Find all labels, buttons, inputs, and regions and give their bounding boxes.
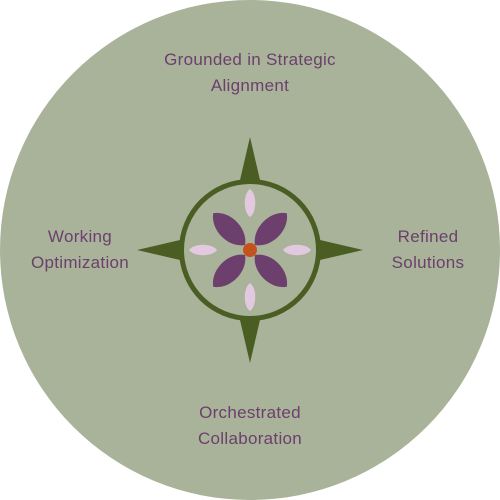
label-left: Working Optimization	[10, 224, 150, 276]
petal-light-e	[283, 244, 311, 256]
label-top-line-2: Alignment	[210, 76, 290, 95]
flower-icon	[189, 189, 311, 311]
label-left-line-2: Optimization	[30, 253, 130, 272]
label-left-line-1: Working	[47, 227, 113, 246]
label-right-line-2: Solutions	[391, 253, 465, 272]
label-right: Refined Solutions	[358, 224, 498, 276]
petal-light-s	[244, 283, 256, 311]
compass-point-north	[240, 137, 260, 180]
compass-point-south	[240, 320, 260, 363]
compass-rose-icon	[137, 137, 363, 363]
petal-light-n	[244, 189, 256, 217]
compass-point-west	[137, 240, 180, 260]
label-top-line-1: Grounded in Strategic	[164, 50, 336, 69]
label-top: Grounded in Strategic Alignment	[100, 47, 400, 99]
label-bottom-line-1: Orchestrated	[199, 403, 301, 422]
label-bottom: Orchestrated Collaboration	[150, 400, 350, 452]
compass-point-east	[320, 240, 363, 260]
petal-dark-se	[254, 254, 287, 287]
flower-center-dot	[243, 243, 257, 257]
label-bottom-line-2: Collaboration	[197, 429, 303, 448]
label-right-line-1: Refined	[397, 227, 459, 246]
petal-light-w	[189, 244, 217, 256]
petal-dark-ne	[254, 213, 287, 246]
petal-dark-nw	[213, 213, 246, 246]
petal-dark-sw	[213, 254, 246, 287]
